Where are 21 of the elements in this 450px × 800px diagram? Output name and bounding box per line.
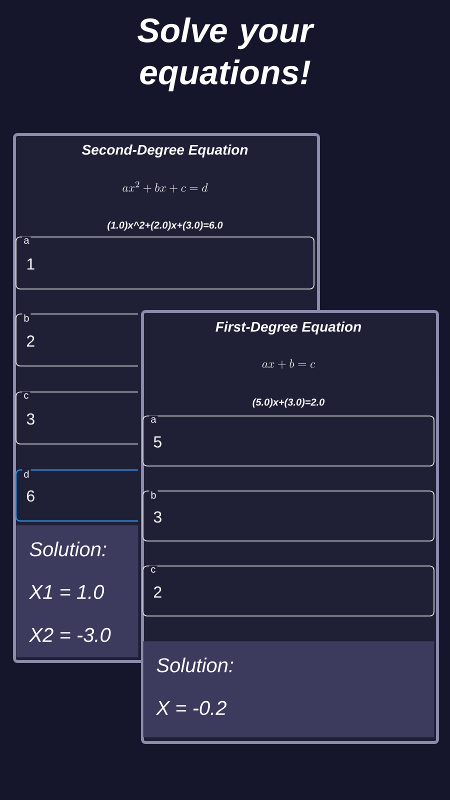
input-field: b 2 bbox=[16, 312, 138, 366]
expression-text: (1.0)x^2+(2.0)x+(3.0)=6.0 bbox=[108, 221, 223, 231]
formula: $ax^2+bx+c=d$ bbox=[122, 181, 208, 193]
input-field: a 5 bbox=[142, 416, 434, 466]
card-heading: Second-Degree Equation bbox=[82, 144, 248, 158]
expression-text: (5.0)x+(3.0)=2.0 bbox=[252, 398, 325, 408]
solution-value: X = -0.2 bbox=[156, 700, 226, 716]
input-field: c 3 bbox=[16, 392, 138, 444]
solution-panel bbox=[16, 525, 138, 658]
solution-heading: Solution: bbox=[30, 542, 106, 556]
input-field: a 1 bbox=[16, 236, 314, 290]
solution-value: X2 = -3.0 bbox=[28, 628, 111, 642]
solution-panel bbox=[143, 641, 434, 738]
solution-heading: Solution: bbox=[156, 658, 234, 672]
input-field: d 6 bbox=[15, 468, 139, 522]
input-field: c 2 bbox=[142, 566, 434, 616]
title: Solve your equations! bbox=[138, 18, 314, 92]
input-field: b 3 bbox=[142, 490, 434, 542]
card-heading: First-Degree Equation bbox=[216, 321, 362, 335]
solution-value: X1 = 1.0 bbox=[28, 584, 104, 600]
formula: $ax+b=c$ bbox=[262, 359, 316, 369]
